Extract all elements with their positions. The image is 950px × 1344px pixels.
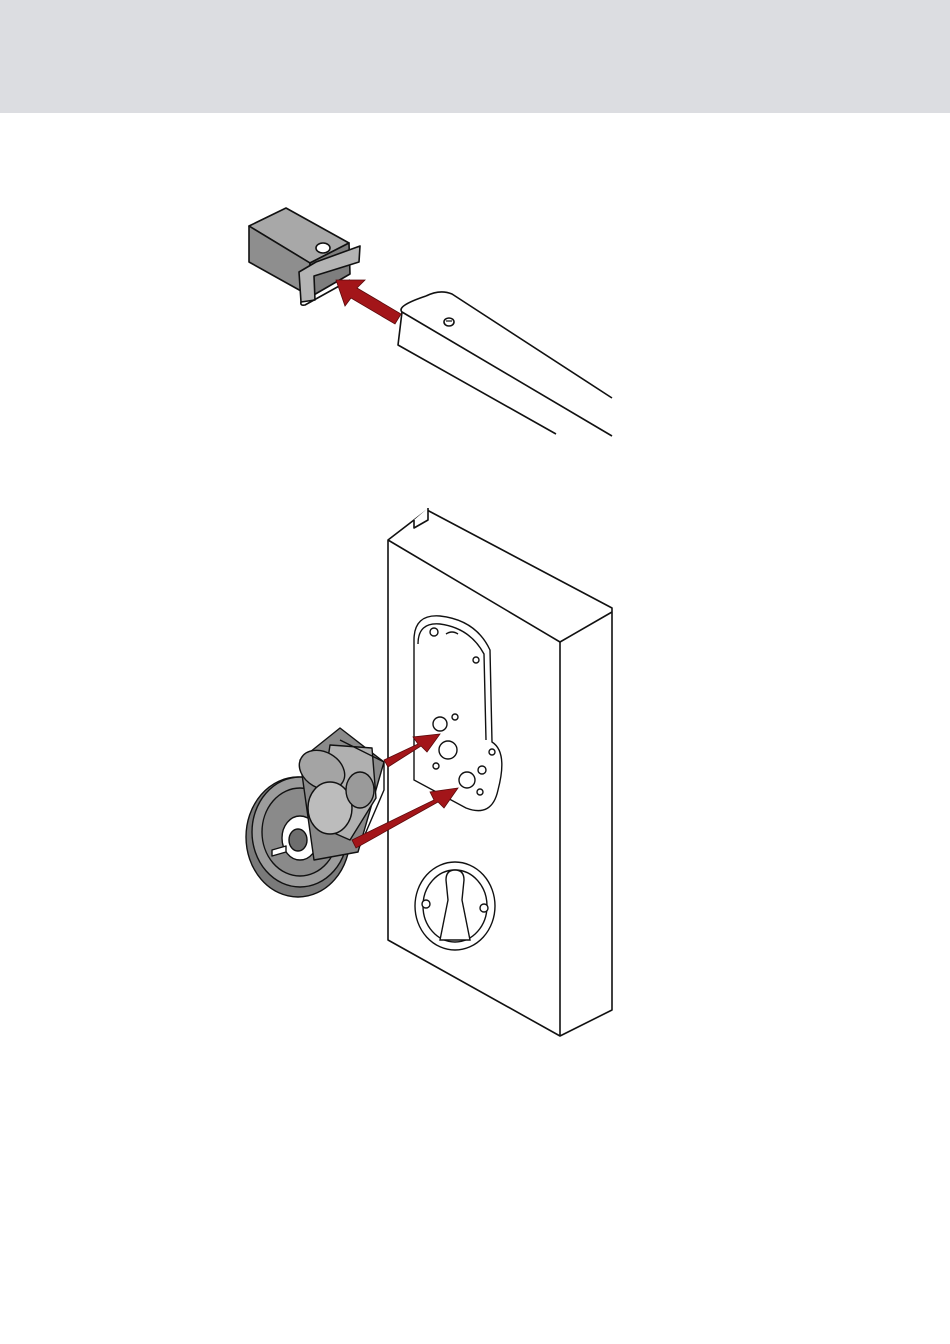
step-1-bracket-assembly	[249, 208, 612, 436]
step-2-lock-mounting	[246, 508, 612, 1036]
cylinder-escutcheon	[415, 862, 495, 950]
lock-module	[246, 728, 384, 897]
spindle-tube	[398, 292, 612, 436]
insert-arrow	[336, 280, 401, 324]
